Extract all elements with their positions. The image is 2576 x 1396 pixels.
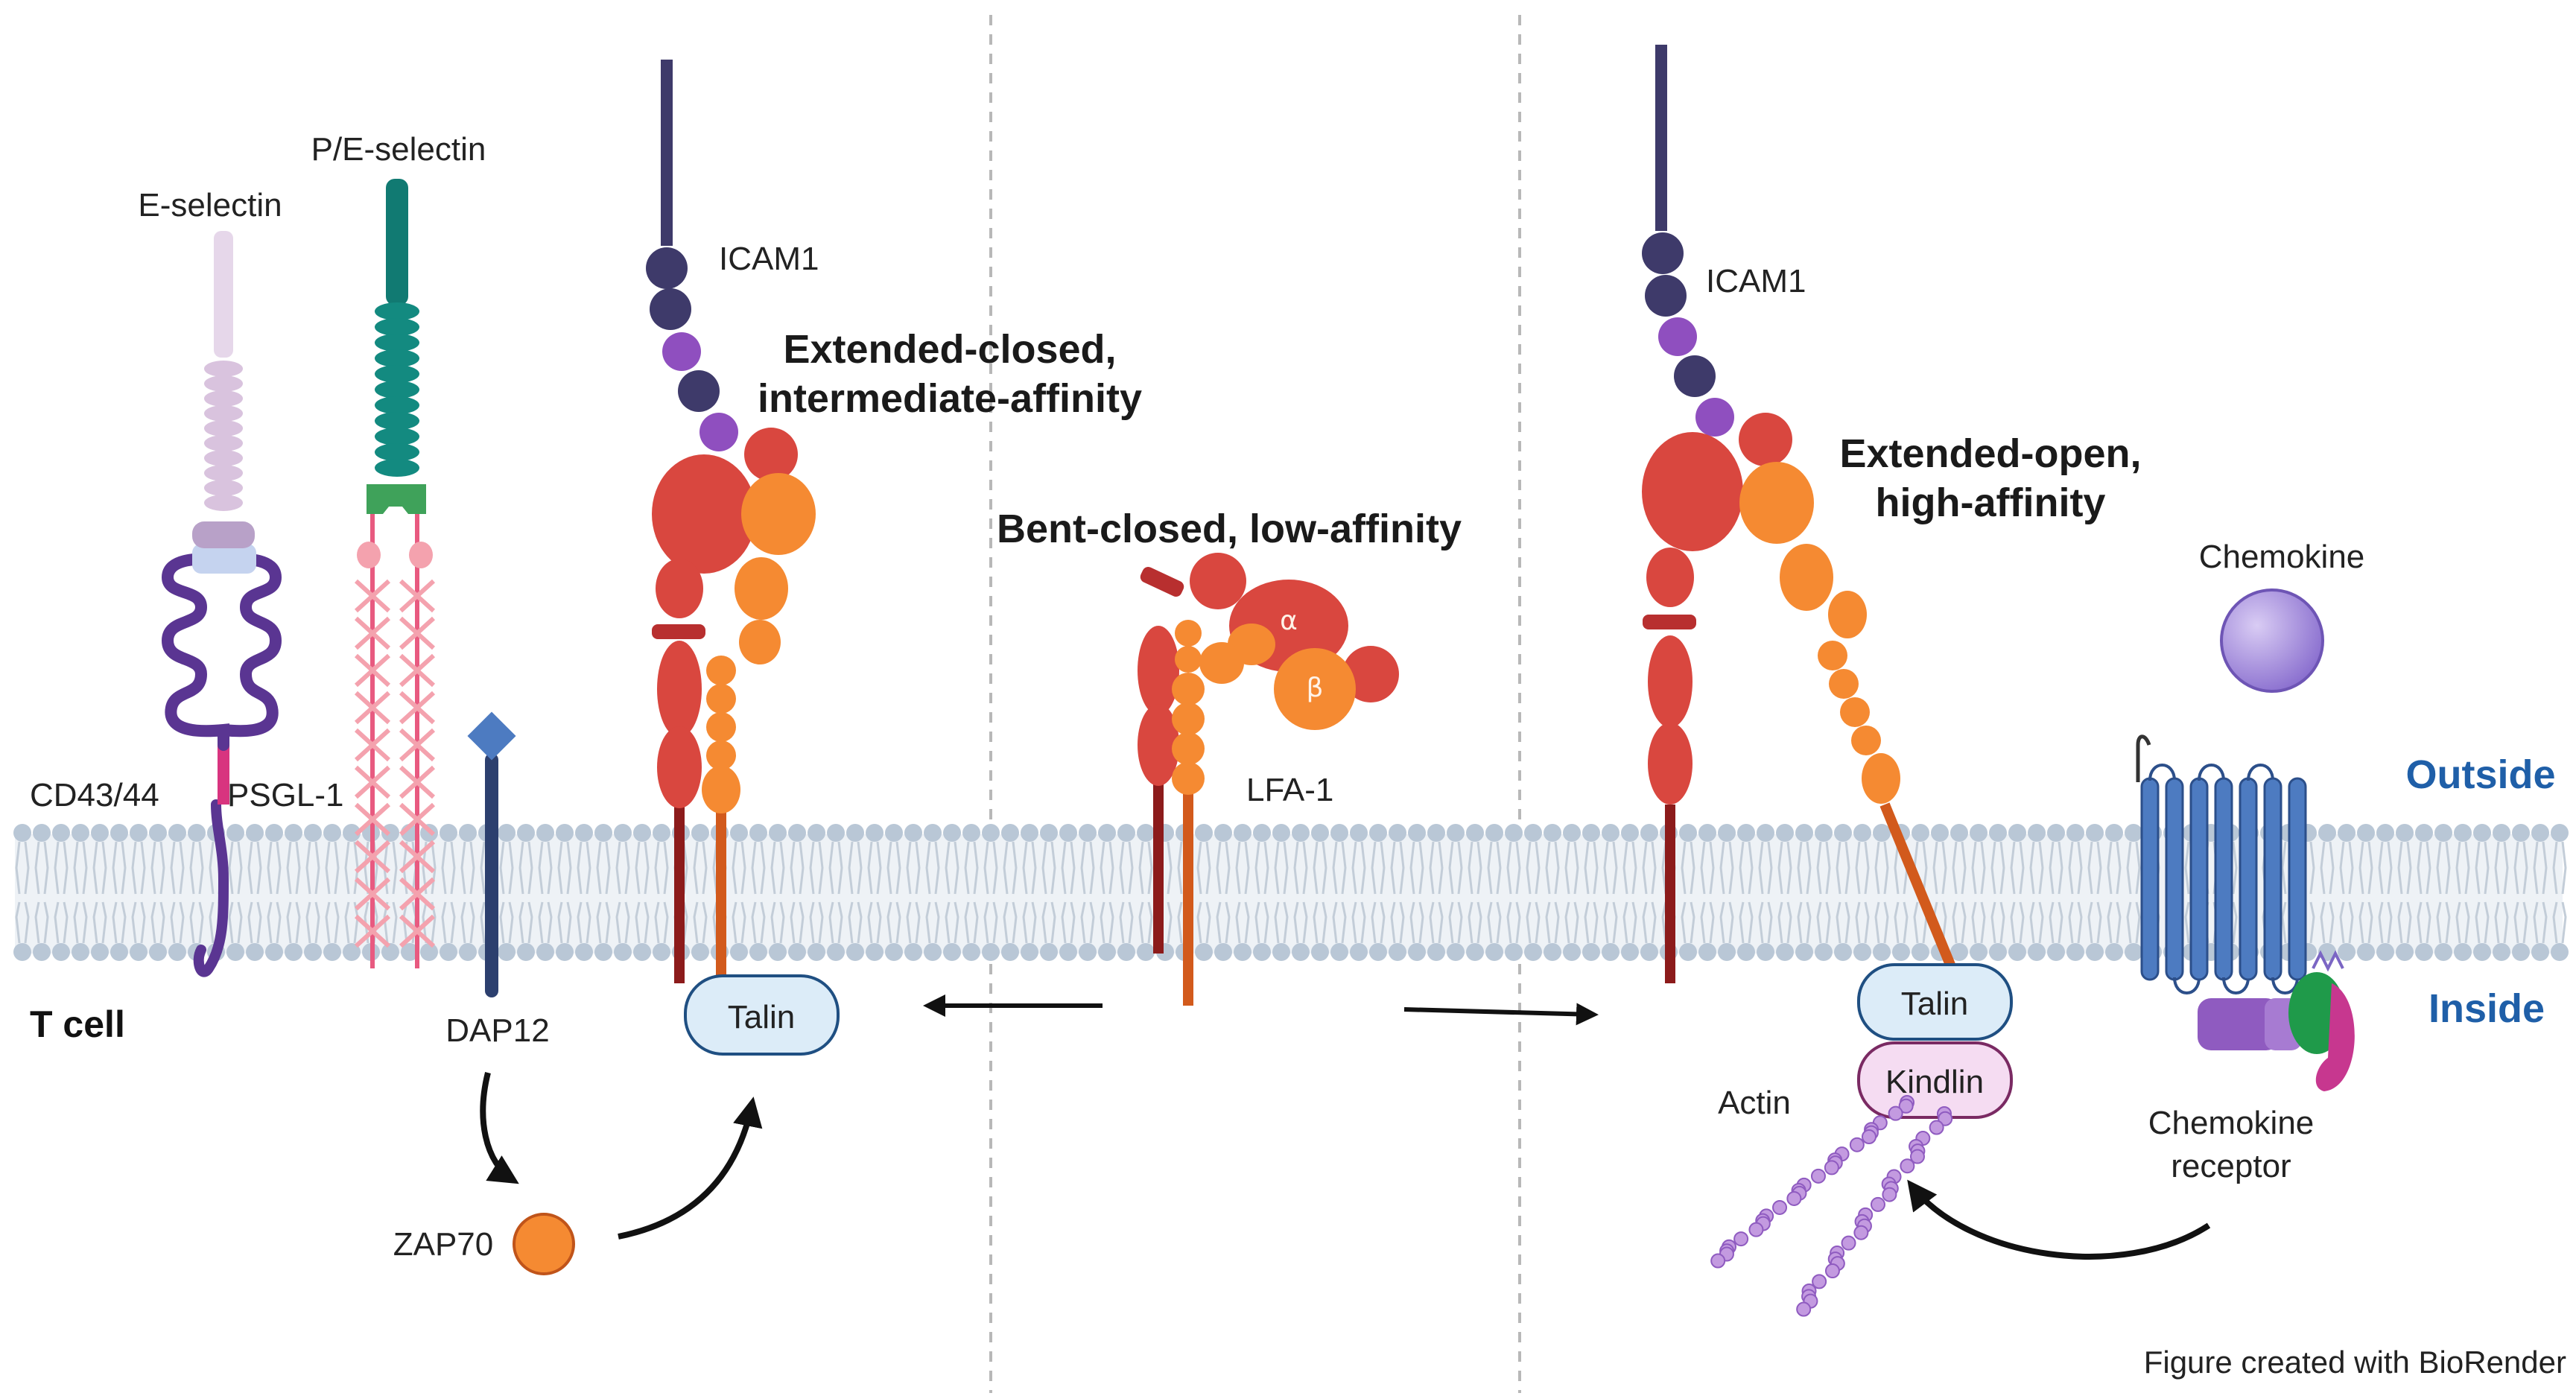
alpha-label: α	[1280, 606, 1298, 636]
actin-filaments	[1710, 1095, 1953, 1317]
biorender-credit: Figure created with BioRender	[2144, 1345, 2566, 1380]
integrin-extended-open	[1642, 45, 1957, 983]
svg-text:s-s: s-s	[217, 692, 231, 704]
talin-box-left	[684, 974, 840, 1056]
icam1-left-label: ICAM1	[719, 241, 819, 277]
talin-left-label: Talin	[728, 999, 796, 1035]
e-selectin-label: E-selectin	[138, 187, 282, 223]
integrin-extended-closed	[646, 60, 816, 991]
cd43-44-label: CD43/44	[30, 777, 159, 813]
zap70-ball	[513, 1213, 575, 1275]
arrow-dap12-to-zap70	[480, 1072, 519, 1184]
integrin-bent-closed: α β	[1138, 553, 1399, 1006]
e-selectin-molecule	[192, 231, 255, 548]
lfa1-label: LFA-1	[1246, 772, 1333, 808]
cell-membrane	[13, 824, 2569, 961]
beta-label: β	[1307, 673, 1324, 703]
chemokine-ball	[2220, 588, 2324, 693]
pe-selectin-label: P/E-selectin	[311, 131, 486, 168]
kindlin-label: Kindlin	[1885, 1064, 1984, 1100]
extended-open-title-1: Extended-open,	[1839, 431, 2141, 476]
arrow-zap70-to-talin	[618, 1097, 763, 1240]
extended-closed-title-1: Extended-closed,	[783, 327, 1116, 372]
chemokine-receptor-label-2: receptor	[2171, 1148, 2291, 1184]
kindlin-box	[1857, 1041, 2013, 1119]
arrow-to-extended-open	[1403, 1003, 1599, 1026]
chemokine-label: Chemokine	[2199, 539, 2365, 575]
svg-text:s-s: s-s	[217, 632, 231, 644]
extended-open-title-2: high-affinity	[1876, 480, 2106, 525]
dap12-label: DAP12	[445, 1012, 549, 1049]
dap12-molecule	[467, 711, 516, 997]
icam1-right-label: ICAM1	[1706, 263, 1806, 299]
zap70-label: ZAP70	[393, 1226, 494, 1263]
chemokine-receptor-molecule	[2136, 735, 2355, 1091]
psgl1-label: PSGL-1	[227, 777, 344, 813]
talin-right-label: Talin	[1901, 986, 1969, 1022]
cd43-44-molecule: s-s s-s	[161, 544, 282, 977]
chemokine-receptor-label-1: Chemokine	[2148, 1105, 2315, 1141]
bent-closed-title: Bent-closed, low-affinity	[997, 507, 1462, 551]
pe-selectin-psgl1	[354, 179, 436, 968]
talin-box-right	[1857, 963, 2013, 1041]
arrow-receptor-to-kindlin	[1907, 1179, 2211, 1260]
t-cell-label: T cell	[30, 1003, 125, 1045]
extended-closed-title-2: intermediate-affinity	[758, 376, 1142, 421]
inside-label: Inside	[2429, 986, 2545, 1031]
actin-label: Actin	[1718, 1085, 1791, 1121]
outside-label: Outside	[2405, 752, 2555, 797]
